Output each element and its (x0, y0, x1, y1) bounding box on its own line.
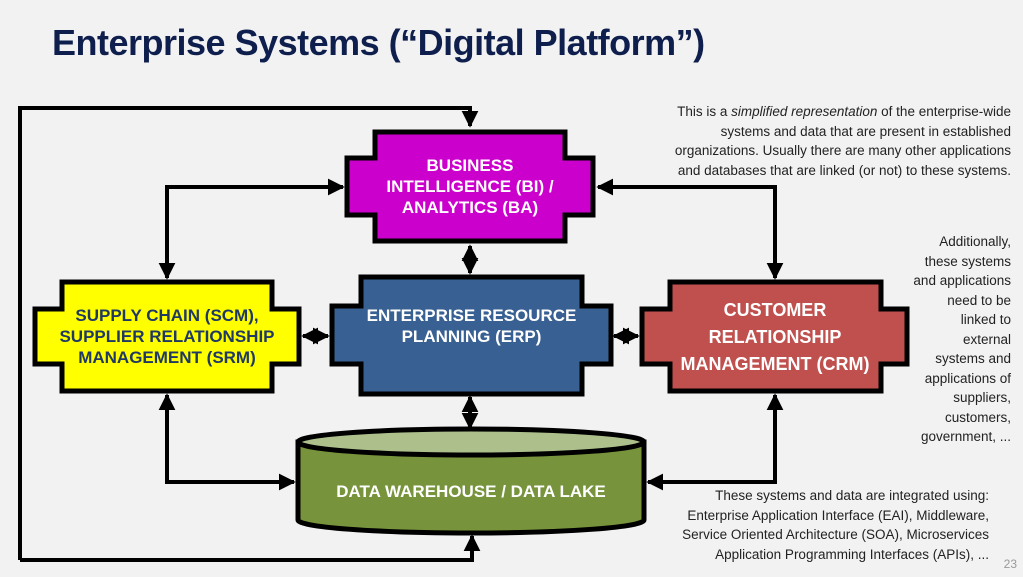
crm-node-label: CUSTOMER RELATIONSHIP MANAGEMENT (CRM) (680, 300, 870, 374)
note-line: These systems and data are integrated us… (715, 488, 989, 503)
connector-loop-top (18, 106, 479, 560)
scm-node-label: SUPPLY CHAIN (SCM), SUPPLIER RELATIONSHI… (59, 306, 275, 367)
scm-node-shape (32, 279, 302, 394)
note-line: linked to (960, 312, 1011, 327)
connector-scm-dw (158, 393, 296, 491)
dw-node-label: DATA WAREHOUSE / DATA LAKE (336, 481, 606, 501)
note-line: Service Oriented Architecture (SOA), Mic… (682, 527, 989, 542)
note-line: applications of (924, 370, 1011, 386)
bi-node-label: BUSINESS INTELLIGENCE (BI) / ANALYTICS (… (386, 156, 554, 217)
note-bottom: These systems and data are integrated us… (589, 486, 989, 564)
note-line: Enterprise Application Interface (EAI), … (687, 507, 989, 523)
note-line: suppliers, (953, 390, 1011, 405)
note-right: Additionally, these systems and applicatio… (881, 232, 1011, 447)
slide-title: Enterprise Systems (“Digital Platform”) (52, 22, 705, 63)
erp-node-label: ENTERPRISE RESOURCE PLANNING (ERP) (366, 306, 577, 346)
note-line: and applications (913, 273, 1011, 288)
bi-node-shape (344, 129, 596, 244)
page-number: 23 (1003, 557, 1017, 571)
connector-bi-crm (596, 178, 784, 280)
note-line: need to be (947, 292, 1011, 308)
crm-node-shape (639, 279, 910, 394)
dw-node-body (295, 439, 647, 536)
note-line: Additionally, (939, 234, 1011, 249)
note-line: customers, (944, 409, 1011, 425)
note-line: these systems (924, 253, 1011, 269)
connector-crm-dw (646, 393, 784, 491)
dw-node-top (295, 426, 647, 458)
connector-loop-bottom (20, 534, 481, 562)
note-line: Application Programming Interfaces (APIs… (715, 546, 989, 562)
note-line: systems and (935, 351, 1011, 366)
connector-scm-bi (158, 178, 345, 280)
note-line: government, ... (920, 429, 1011, 444)
erp-node-shape (329, 274, 614, 397)
note-line: external (962, 331, 1011, 347)
note-top-right: This is a simplified representation of t… (674, 104, 1011, 178)
